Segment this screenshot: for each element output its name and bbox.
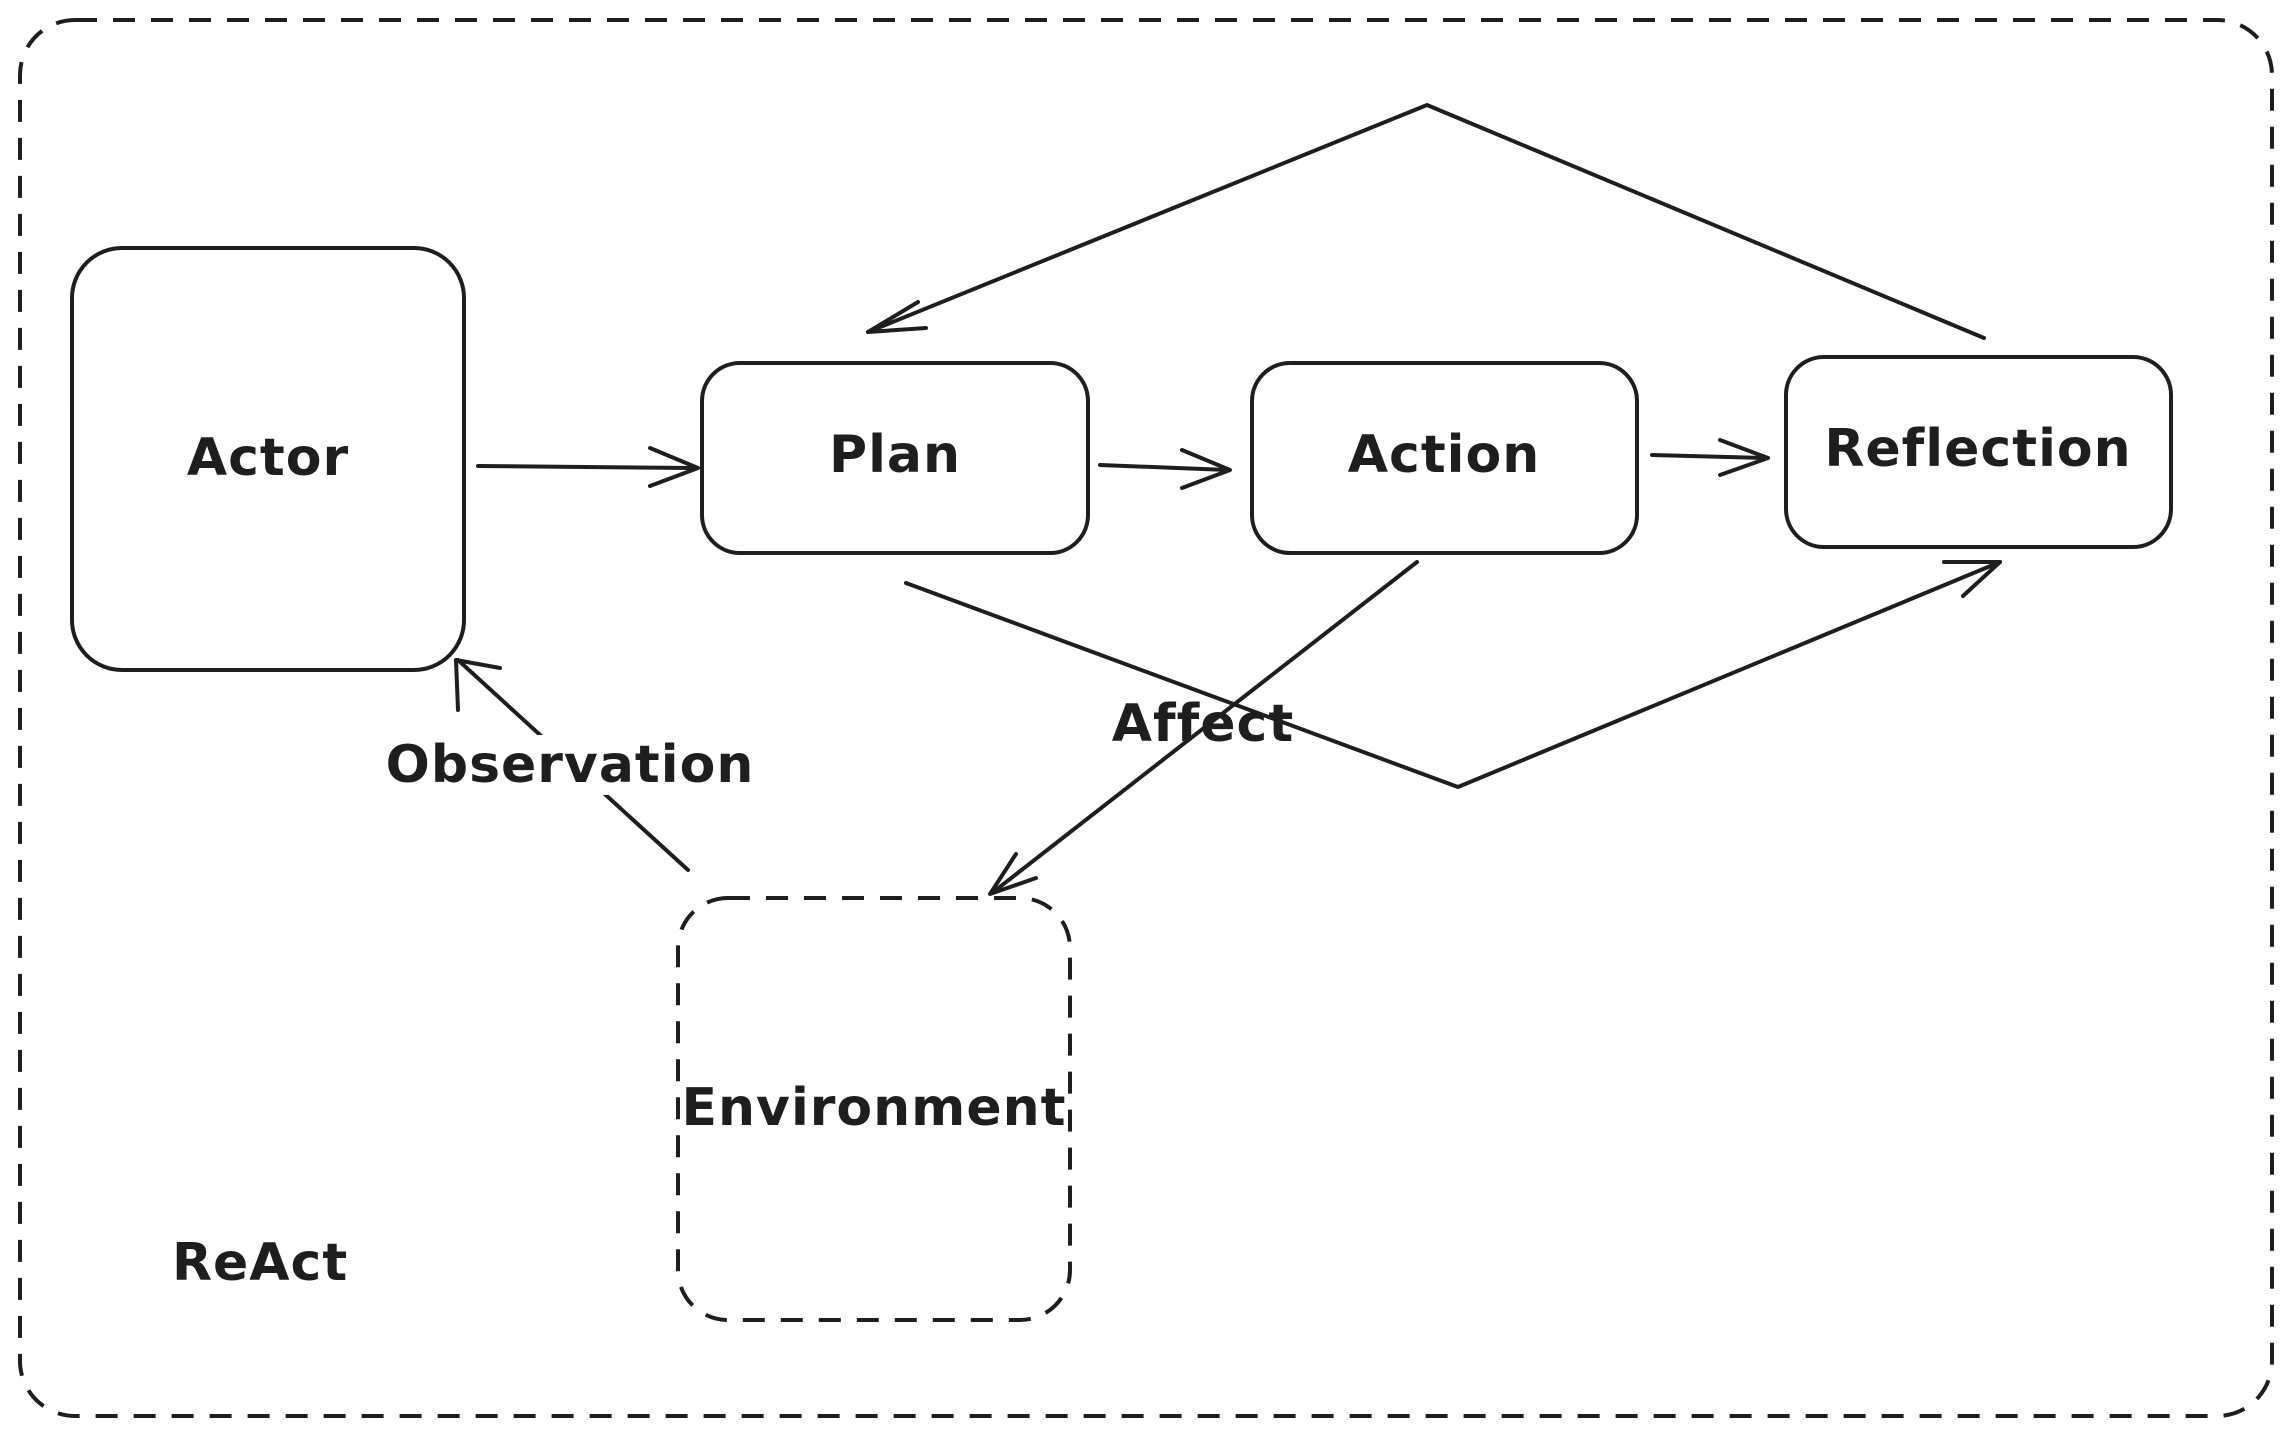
node-reflection-label: Reflection <box>1824 419 2131 479</box>
edge-label-affect: Affect <box>1112 694 1294 754</box>
node-environment-box <box>676 896 1072 1322</box>
edge-actor-to-plan <box>476 446 700 488</box>
edge-action-to-reflection <box>1650 438 1770 477</box>
node-plan[interactable]: Plan <box>700 361 1090 555</box>
react-frame <box>18 18 2274 1418</box>
edge-reflection-to-plan <box>866 103 1986 340</box>
edge-plan-to-reflection <box>904 560 2002 789</box>
node-environment-label: Environment <box>682 1078 1067 1138</box>
node-environment[interactable]: Environment <box>676 896 1072 1322</box>
node-actor-label: Actor <box>187 428 349 488</box>
node-action[interactable]: Action <box>1250 361 1639 555</box>
node-reflection-box <box>1784 355 2173 549</box>
node-plan-label: Plan <box>829 425 961 485</box>
node-plan-box <box>700 361 1090 555</box>
frame-label-react: ReAct <box>172 1233 348 1293</box>
node-action-label: Action <box>1348 425 1541 485</box>
edge-plan-to-action <box>1098 448 1232 490</box>
node-reflection[interactable]: Reflection <box>1784 355 2173 549</box>
node-actor[interactable]: Actor <box>70 246 466 672</box>
edge-action-to-environment <box>988 560 1419 896</box>
node-actor-box <box>70 246 466 672</box>
node-action-box <box>1250 361 1639 555</box>
edge-label-observation: Observation <box>386 735 755 795</box>
